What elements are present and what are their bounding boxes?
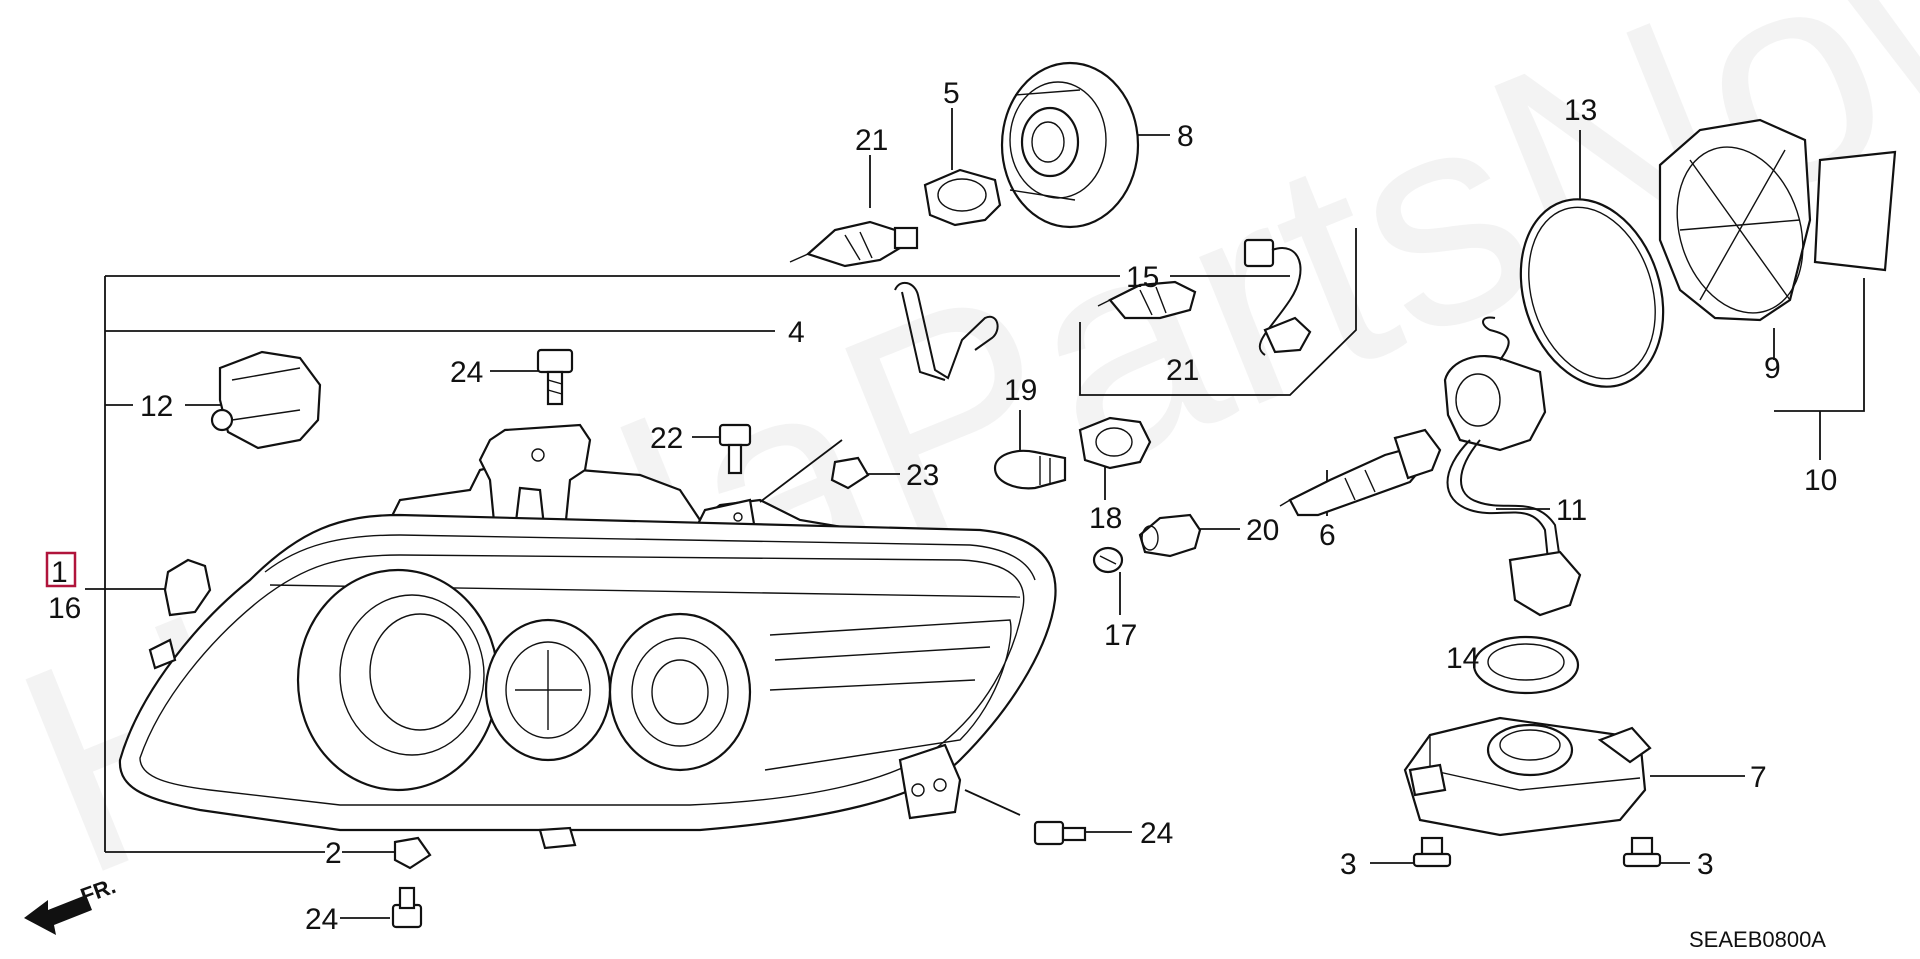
part-24-bolt-bottom <box>391 886 423 929</box>
part-7-ballast <box>1403 716 1652 837</box>
callout-8[interactable]: 8 <box>1177 120 1194 153</box>
part-24-bolt-right <box>1033 820 1087 846</box>
part-24-bolt-top <box>536 348 574 406</box>
callout-11[interactable]: 11 <box>1556 494 1587 527</box>
callout-14[interactable]: 14 <box>1446 642 1479 675</box>
part-14-seal <box>1472 635 1580 695</box>
part-19-wedge-bulb <box>993 449 1067 490</box>
part-12-leveling-actuator <box>210 350 322 450</box>
part-6-hid-bulb <box>1279 428 1442 517</box>
callout-17[interactable]: 17 <box>1104 619 1137 652</box>
leader-lines <box>85 108 1865 919</box>
part-22-screw <box>718 423 752 475</box>
part-18-socket <box>1078 416 1152 470</box>
callout-3-right[interactable]: 3 <box>1697 848 1714 881</box>
part-21-bulb-upper <box>789 220 919 268</box>
diagram-code: SEAEB0800A <box>1689 927 1826 952</box>
callouts: 1 16 12 24 22 23 21 5 8 4 15 21 19 18 20… <box>45 77 1837 936</box>
part-4-spring-clip <box>894 281 999 381</box>
callout-12[interactable]: 12 <box>140 390 173 423</box>
callout-24-bottom[interactable]: 24 <box>305 903 338 936</box>
callout-4[interactable]: 4 <box>788 316 805 349</box>
callout-9[interactable]: 9 <box>1764 352 1781 385</box>
callout-7[interactable]: 7 <box>1750 761 1767 794</box>
callout-18[interactable]: 18 <box>1089 502 1122 535</box>
callout-13[interactable]: 13 <box>1564 94 1597 127</box>
callout-22[interactable]: 22 <box>650 422 683 455</box>
part-3-screws <box>1412 836 1662 868</box>
part-11-igniter <box>1443 316 1582 617</box>
part-1-highlight <box>45 551 77 588</box>
callout-19[interactable]: 19 <box>1004 374 1037 407</box>
callout-24-top[interactable]: 24 <box>450 356 483 389</box>
headlight-assembly <box>118 423 1057 850</box>
part-9-cover <box>1658 118 1897 322</box>
callout-21-top[interactable]: 21 <box>855 124 888 157</box>
part-20-socket <box>1138 513 1202 558</box>
part-2-clip-nut <box>393 836 432 870</box>
part-8-cover-cap <box>1000 61 1140 229</box>
part-23-clip-nut <box>759 439 870 503</box>
callout-16[interactable]: 16 <box>48 592 81 625</box>
callout-15[interactable]: 15 <box>1126 261 1159 294</box>
callout-21-harness[interactable]: 21 <box>1166 354 1199 387</box>
callout-1[interactable]: 1 <box>51 556 68 589</box>
part-15-harness <box>1097 238 1312 356</box>
callout-24-right[interactable]: 24 <box>1140 817 1173 850</box>
callout-2[interactable]: 2 <box>325 837 342 870</box>
part-13-gasket <box>1519 198 1665 388</box>
callout-5[interactable]: 5 <box>943 77 960 110</box>
callout-10[interactable]: 10 <box>1804 464 1837 497</box>
callout-3-left[interactable]: 3 <box>1340 848 1357 881</box>
part-5-socket <box>923 168 1002 227</box>
callout-20[interactable]: 20 <box>1246 514 1279 547</box>
callout-6[interactable]: 6 <box>1319 519 1336 552</box>
callout-23[interactable]: 23 <box>906 459 939 492</box>
part-17-small-bulb <box>1092 546 1124 574</box>
